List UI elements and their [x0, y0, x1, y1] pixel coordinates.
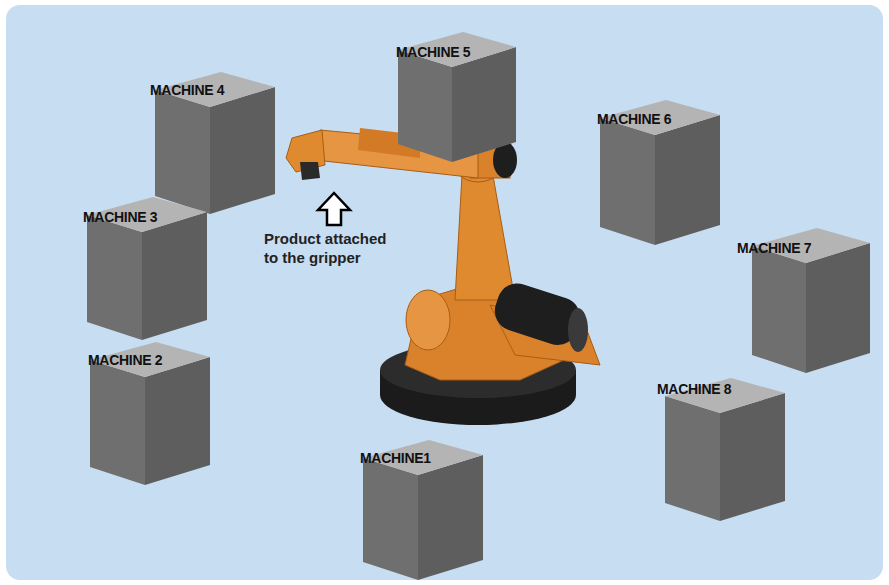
machine-label: MACHINE1: [360, 450, 431, 466]
machine-label: MACHINE 8: [657, 381, 731, 397]
cube-face: [363, 458, 418, 580]
cube-face: [90, 360, 145, 485]
cube-face: [752, 246, 806, 373]
cube-face: [155, 90, 210, 214]
machine-box: MACHINE1: [363, 440, 483, 580]
machine-box: MACHINE 7: [752, 228, 870, 373]
cube-face: [655, 115, 720, 245]
machine-label: MACHINE 6: [597, 111, 671, 127]
up-arrow: [318, 193, 350, 225]
machine-cube: [665, 378, 785, 521]
cube-face: [806, 243, 870, 373]
cube-face: [600, 118, 655, 245]
machine-box: MACHINE 5: [398, 32, 516, 162]
cube-face: [87, 215, 142, 340]
machine-box: MACHINE 4: [155, 72, 275, 214]
cube-face: [665, 396, 720, 521]
machine-label: MACHINE 2: [88, 352, 162, 368]
machine-label: MACHINE 3: [83, 209, 157, 225]
machine-box: MACHINE 3: [87, 197, 207, 340]
cube-face: [452, 47, 516, 162]
cube-face: [142, 212, 207, 340]
machine-label: MACHINE 4: [150, 82, 224, 98]
machine-label: MACHINE 5: [396, 44, 470, 60]
machine-box: MACHINE 8: [665, 378, 785, 521]
cube-face: [210, 87, 275, 214]
cube-face: [418, 455, 483, 580]
robot-arm: [286, 128, 600, 425]
machine-box: MACHINE 6: [600, 100, 720, 245]
cube-face: [398, 50, 452, 162]
floor-panel: [6, 5, 883, 580]
cube-face: [720, 393, 785, 521]
cube-face: [145, 357, 210, 485]
callout-note: Product attached to the gripper: [264, 229, 399, 267]
machine-label: MACHINE 7: [737, 240, 811, 256]
machine-box: MACHINE 2: [90, 342, 210, 485]
